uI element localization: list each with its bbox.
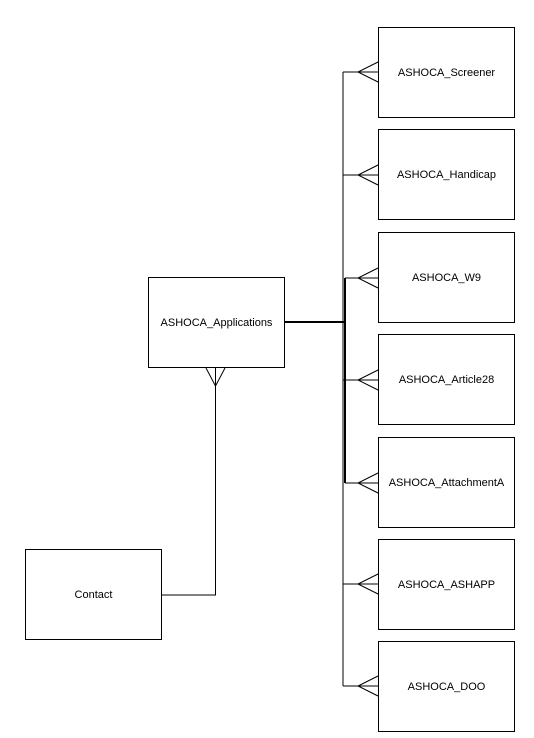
entity-applications[interactable]: ASHOCA_Applications [148,277,285,368]
crowfoot-marker [356,675,379,697]
entity-box [378,437,515,528]
connector-trunk [285,72,346,686]
branch-ashapp [343,573,379,595]
branch-screener [343,61,379,83]
entity-doo[interactable]: ASHOCA_DOO [378,641,515,732]
connector-line [162,368,216,596]
entity-label: Contact [75,589,113,601]
branch-doo [343,675,379,697]
entity-handicap[interactable]: ASHOCA_Handicap [378,129,515,220]
crowfoot-marker [205,367,226,388]
connector-contact-applications [162,367,226,596]
crowfoot-marker [356,267,379,289]
entity-box [148,277,285,368]
entity-label: ASHOCA_AttachmentA [389,477,505,489]
entity-box [378,232,515,323]
entity-contact[interactable]: Contact [25,549,162,640]
entity-box [378,539,515,630]
entity-box [378,27,515,118]
entity-box [378,641,515,732]
entity-box [378,334,515,425]
branch-article28 [343,369,379,391]
entity-attachmenta[interactable]: ASHOCA_AttachmentA [378,437,515,528]
entity-label: ASHOCA_DOO [408,681,486,693]
entity-label: ASHOCA_Applications [161,317,273,329]
crowfoot-marker [356,164,379,186]
entity-box [25,549,162,640]
entity-label: ASHOCA_Handicap [397,169,496,181]
entity-ashapp[interactable]: ASHOCA_ASHAPP [378,539,515,630]
crowfoot-marker [356,369,379,391]
branch-handicap [343,164,379,186]
crowfoot-marker [356,573,379,595]
branch-w9 [345,267,379,289]
entity-label: ASHOCA_W9 [412,272,481,284]
entity-label: ASHOCA_ASHAPP [398,579,495,591]
entity-label: ASHOCA_Article28 [399,374,494,386]
entity-screener[interactable]: ASHOCA_Screener [378,27,515,118]
entity-box [378,129,515,220]
entity-w9[interactable]: ASHOCA_W9 [378,232,515,323]
entity-article28[interactable]: ASHOCA_Article28 [378,334,515,425]
branch-attachmenta [345,472,379,494]
crowfoot-marker [356,61,379,83]
crowfoot-marker [356,472,379,494]
entity-label: ASHOCA_Screener [398,67,496,79]
